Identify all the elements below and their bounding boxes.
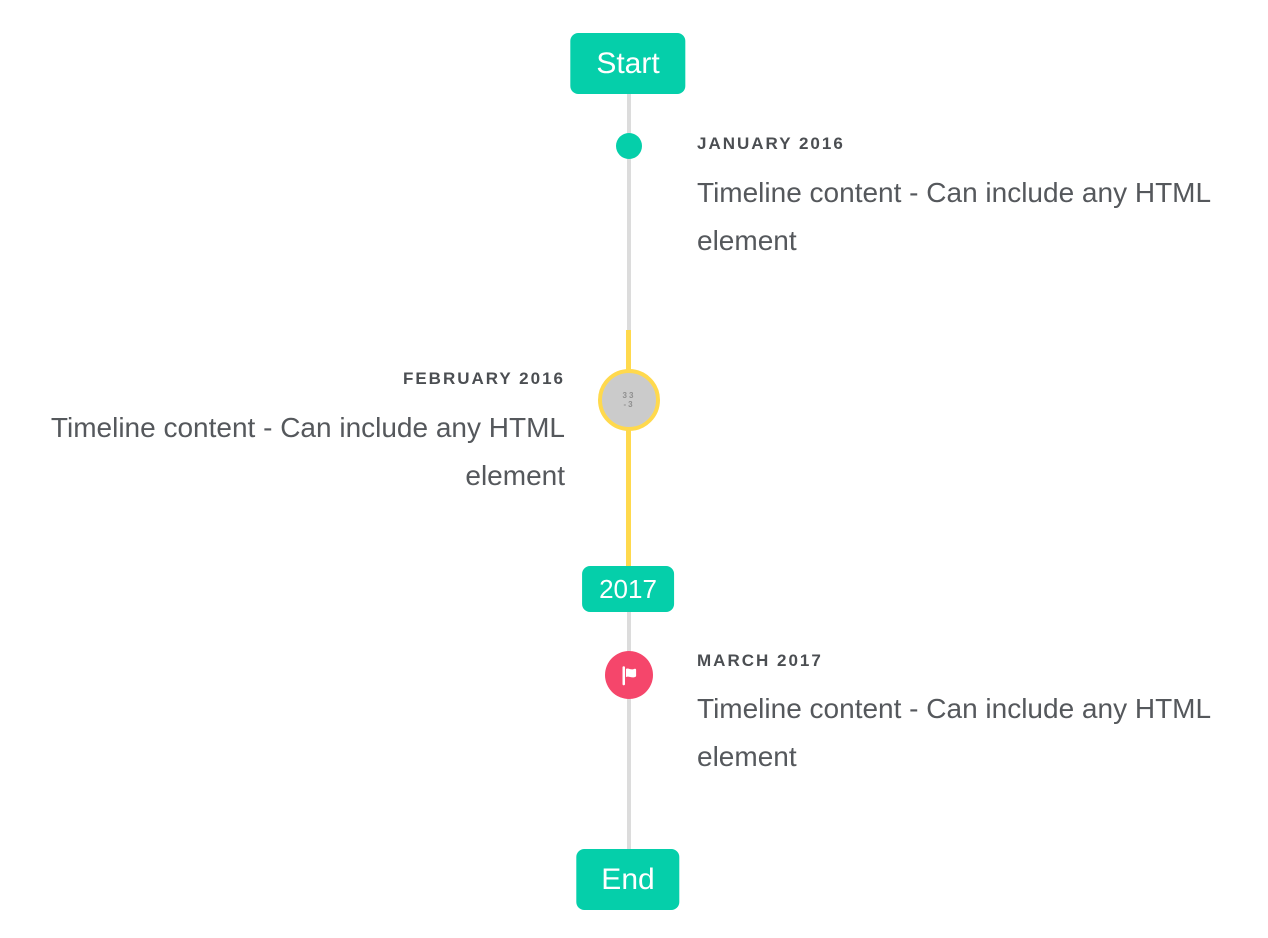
event-content-march: Timeline content - Can include any HTML …: [697, 693, 1211, 772]
event-date-march: MARCH 2017: [697, 651, 823, 670]
event-content-january: Timeline content - Can include any HTML …: [697, 177, 1211, 256]
event-date-january: JANUARY 2016: [697, 134, 845, 153]
image-placeholder-glyph: 33 -3: [623, 391, 636, 409]
timeline-line-segment-bottom: [627, 612, 631, 849]
event-content-february: Timeline content - Can include any HTML …: [50, 412, 565, 491]
event-marker-dot-january: [616, 133, 642, 159]
event-marker-flag-march: [605, 651, 653, 699]
flag-icon: [618, 664, 641, 687]
timeline-end-badge[interactable]: End: [576, 849, 680, 910]
timeline-year-badge[interactable]: 2017: [582, 566, 674, 612]
timeline-line-segment-highlighted: [626, 330, 631, 568]
event-date-february: FEBRUARY 2016: [402, 369, 565, 388]
image-placeholder-glyph-line1: 33: [622, 391, 636, 400]
timeline-line-segment-top: [627, 94, 631, 330]
event-marker-image-february: 33 -3: [598, 369, 660, 431]
image-placeholder-glyph-line2: -3: [623, 400, 635, 409]
timeline-start-badge[interactable]: Start: [570, 33, 686, 94]
